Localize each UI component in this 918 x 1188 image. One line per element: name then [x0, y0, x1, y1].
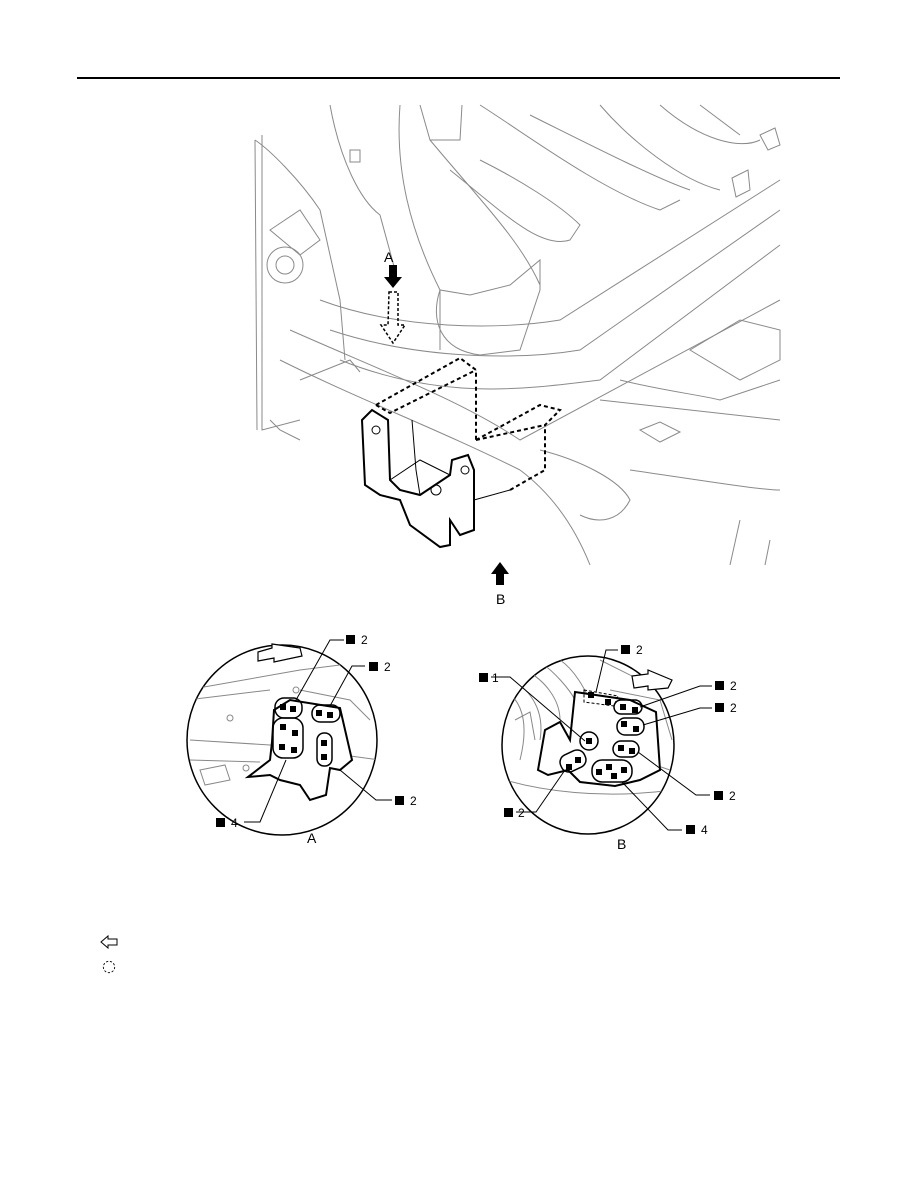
callout-b-right-3-count: 2 — [729, 789, 736, 803]
callout-a-right-count: 2 — [410, 794, 417, 808]
callout-b-left-count: 1 — [492, 671, 499, 685]
dashed-circle-icon — [102, 960, 116, 974]
component-dashed-outline — [375, 356, 562, 491]
bracket-solid-outline — [360, 408, 475, 549]
body-structure-lines — [254, 104, 781, 566]
callout-b-right-2-count: 2 — [730, 701, 737, 715]
callout-b-bottom-right-count: 4 — [701, 823, 708, 837]
callout-b-top-count: 2 — [636, 643, 643, 657]
legend-item-arrow — [100, 935, 126, 949]
callout-a-bottom-left-count: 4 — [231, 816, 238, 830]
view-b-arrow — [491, 562, 509, 585]
callout-a-top-left-count: 2 — [361, 633, 368, 647]
callout-b-right-1-count: 2 — [730, 679, 737, 693]
detail-view-a — [186, 635, 404, 836]
callout-a-top-right-count: 2 — [384, 660, 391, 674]
detail-a-caption: A — [307, 830, 317, 846]
view-a-arrow — [379, 265, 407, 345]
detail-b-caption: B — [617, 836, 626, 852]
header-rule — [77, 77, 840, 79]
hollow-arrow-icon — [100, 935, 118, 949]
legend-item-circle — [100, 960, 126, 974]
bracket-detail-lines — [371, 419, 511, 501]
view-a-label: A — [384, 249, 394, 265]
callout-b-bottom-left-count: 2 — [518, 806, 525, 820]
view-b-label: B — [496, 591, 505, 607]
detail-view-b — [479, 645, 724, 835]
